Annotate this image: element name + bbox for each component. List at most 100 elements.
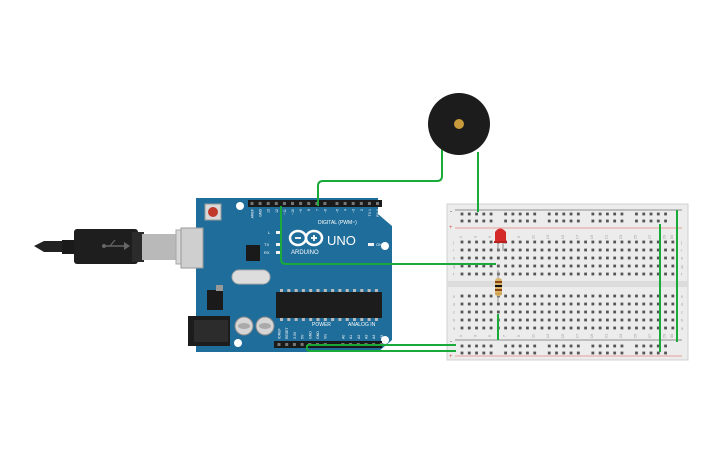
header-pin[interactable] — [315, 202, 319, 205]
svg-text:30: 30 — [669, 234, 674, 239]
pin-label: IOREF — [278, 328, 282, 339]
arduino-brand-label: ARDUINO — [291, 250, 319, 256]
header-pin[interactable] — [307, 202, 311, 205]
svg-text:17: 17 — [574, 234, 579, 239]
header-pin[interactable] — [323, 202, 327, 205]
svg-text:19: 19 — [589, 333, 594, 338]
pin-label: ~11 — [283, 209, 287, 215]
svg-text:i: i — [453, 248, 454, 253]
digital-header-label: DIGITAL (PWM~) — [318, 220, 357, 226]
svg-text:f: f — [453, 272, 455, 277]
svg-text:27: 27 — [647, 333, 652, 338]
rail-plus-label: + — [449, 225, 453, 231]
svg-text:g: g — [681, 264, 683, 269]
svg-text:30: 30 — [669, 333, 674, 338]
mount-hole — [236, 202, 244, 210]
svg-text:a: a — [681, 326, 684, 331]
pin-label: ~10 — [291, 209, 295, 215]
header-pin[interactable] — [299, 202, 303, 205]
wire-gnd-to-rail-2[interactable] — [306, 345, 456, 352]
power-header-label: POWER — [312, 322, 331, 328]
header-pin[interactable] — [335, 202, 339, 205]
arduino-uno-board[interactable]: ARDUINO UNO DIGITAL (PWM~) POWER ANALOG … — [180, 198, 392, 352]
header-pin[interactable] — [285, 343, 289, 346]
svg-text:9: 9 — [516, 334, 521, 337]
wires[interactable] — [280, 146, 678, 352]
svg-text:23: 23 — [618, 333, 623, 338]
pin-label: 13 — [267, 209, 271, 213]
header-pin[interactable] — [274, 202, 278, 205]
header-pin[interactable] — [266, 202, 270, 205]
pin-label: ~5 — [336, 209, 340, 213]
red-led[interactable] — [494, 228, 507, 252]
svg-text:7: 7 — [502, 334, 507, 337]
svg-text:i: i — [681, 248, 682, 253]
wire-buzzer-to-pin8[interactable] — [317, 146, 443, 206]
svg-text:23: 23 — [618, 234, 623, 239]
header-pin[interactable] — [277, 343, 281, 346]
svg-text:h: h — [453, 256, 455, 261]
rail-minus-label: - — [450, 209, 452, 215]
wire-pin13-to-breadboard[interactable] — [280, 206, 496, 265]
svg-text:3: 3 — [473, 235, 478, 238]
header-pin[interactable] — [351, 202, 355, 205]
capacitor — [234, 316, 254, 336]
led-l: L — [268, 230, 282, 235]
header-pin[interactable] — [376, 202, 379, 205]
svg-text:29: 29 — [662, 333, 667, 338]
svg-text:b: b — [453, 318, 456, 323]
svg-text:25: 25 — [632, 333, 637, 338]
header-pin[interactable] — [282, 202, 286, 205]
svg-text:j: j — [452, 240, 454, 245]
svg-text:11: 11 — [531, 234, 536, 239]
piezo-buzzer[interactable] — [428, 93, 490, 155]
usb-cable[interactable] — [34, 229, 201, 265]
svg-text:5: 5 — [487, 334, 492, 337]
svg-text:c: c — [453, 310, 455, 315]
pin-label: A0 — [341, 335, 345, 339]
reset-button[interactable] — [204, 203, 222, 221]
mount-hole — [381, 336, 389, 344]
mount-hole — [381, 242, 389, 250]
header-pin[interactable] — [291, 202, 294, 205]
svg-text:j: j — [680, 240, 682, 245]
pin-label: A1 — [349, 335, 353, 339]
svg-text:b: b — [681, 318, 684, 323]
svg-text:29: 29 — [662, 234, 667, 239]
pin-label: 4 — [344, 209, 348, 211]
pin-label: 3.3V — [293, 331, 297, 339]
resistor[interactable] — [495, 270, 502, 303]
power-rail-top[interactable]: - + — [449, 209, 682, 231]
svg-text:21: 21 — [603, 333, 608, 338]
breadboard-center-channel — [447, 281, 688, 287]
power-rail-bottom[interactable]: - + — [449, 339, 682, 360]
header-pin[interactable] — [292, 343, 296, 346]
header-pin[interactable] — [343, 202, 347, 205]
pin-label: RESET — [285, 326, 289, 339]
svg-text:d: d — [681, 302, 683, 307]
svg-text:a: a — [453, 326, 456, 331]
breadboard-holes[interactable] — [460, 212, 675, 355]
pin-label: GND — [308, 331, 312, 339]
header-pin[interactable] — [250, 202, 254, 205]
pin-label: GND — [259, 209, 263, 217]
header-pin[interactable] — [367, 202, 371, 205]
crystal-oscillator — [231, 269, 271, 285]
svg-text:9: 9 — [516, 235, 521, 238]
header-pin[interactable] — [359, 202, 363, 205]
chip-small — [246, 245, 260, 261]
breadboard-column-numbers: 1133557799111113131515171719192121232325… — [458, 234, 674, 338]
pin-label: 12 — [275, 209, 279, 213]
mount-hole — [234, 339, 242, 347]
header-pin[interactable] — [258, 202, 262, 205]
pin-label: A4 — [372, 335, 376, 339]
svg-text:3: 3 — [473, 334, 478, 337]
svg-text:L: L — [268, 230, 271, 235]
header-pin[interactable] — [300, 343, 304, 346]
svg-text:TX: TX — [264, 242, 269, 247]
pin-label: A2 — [357, 335, 361, 339]
